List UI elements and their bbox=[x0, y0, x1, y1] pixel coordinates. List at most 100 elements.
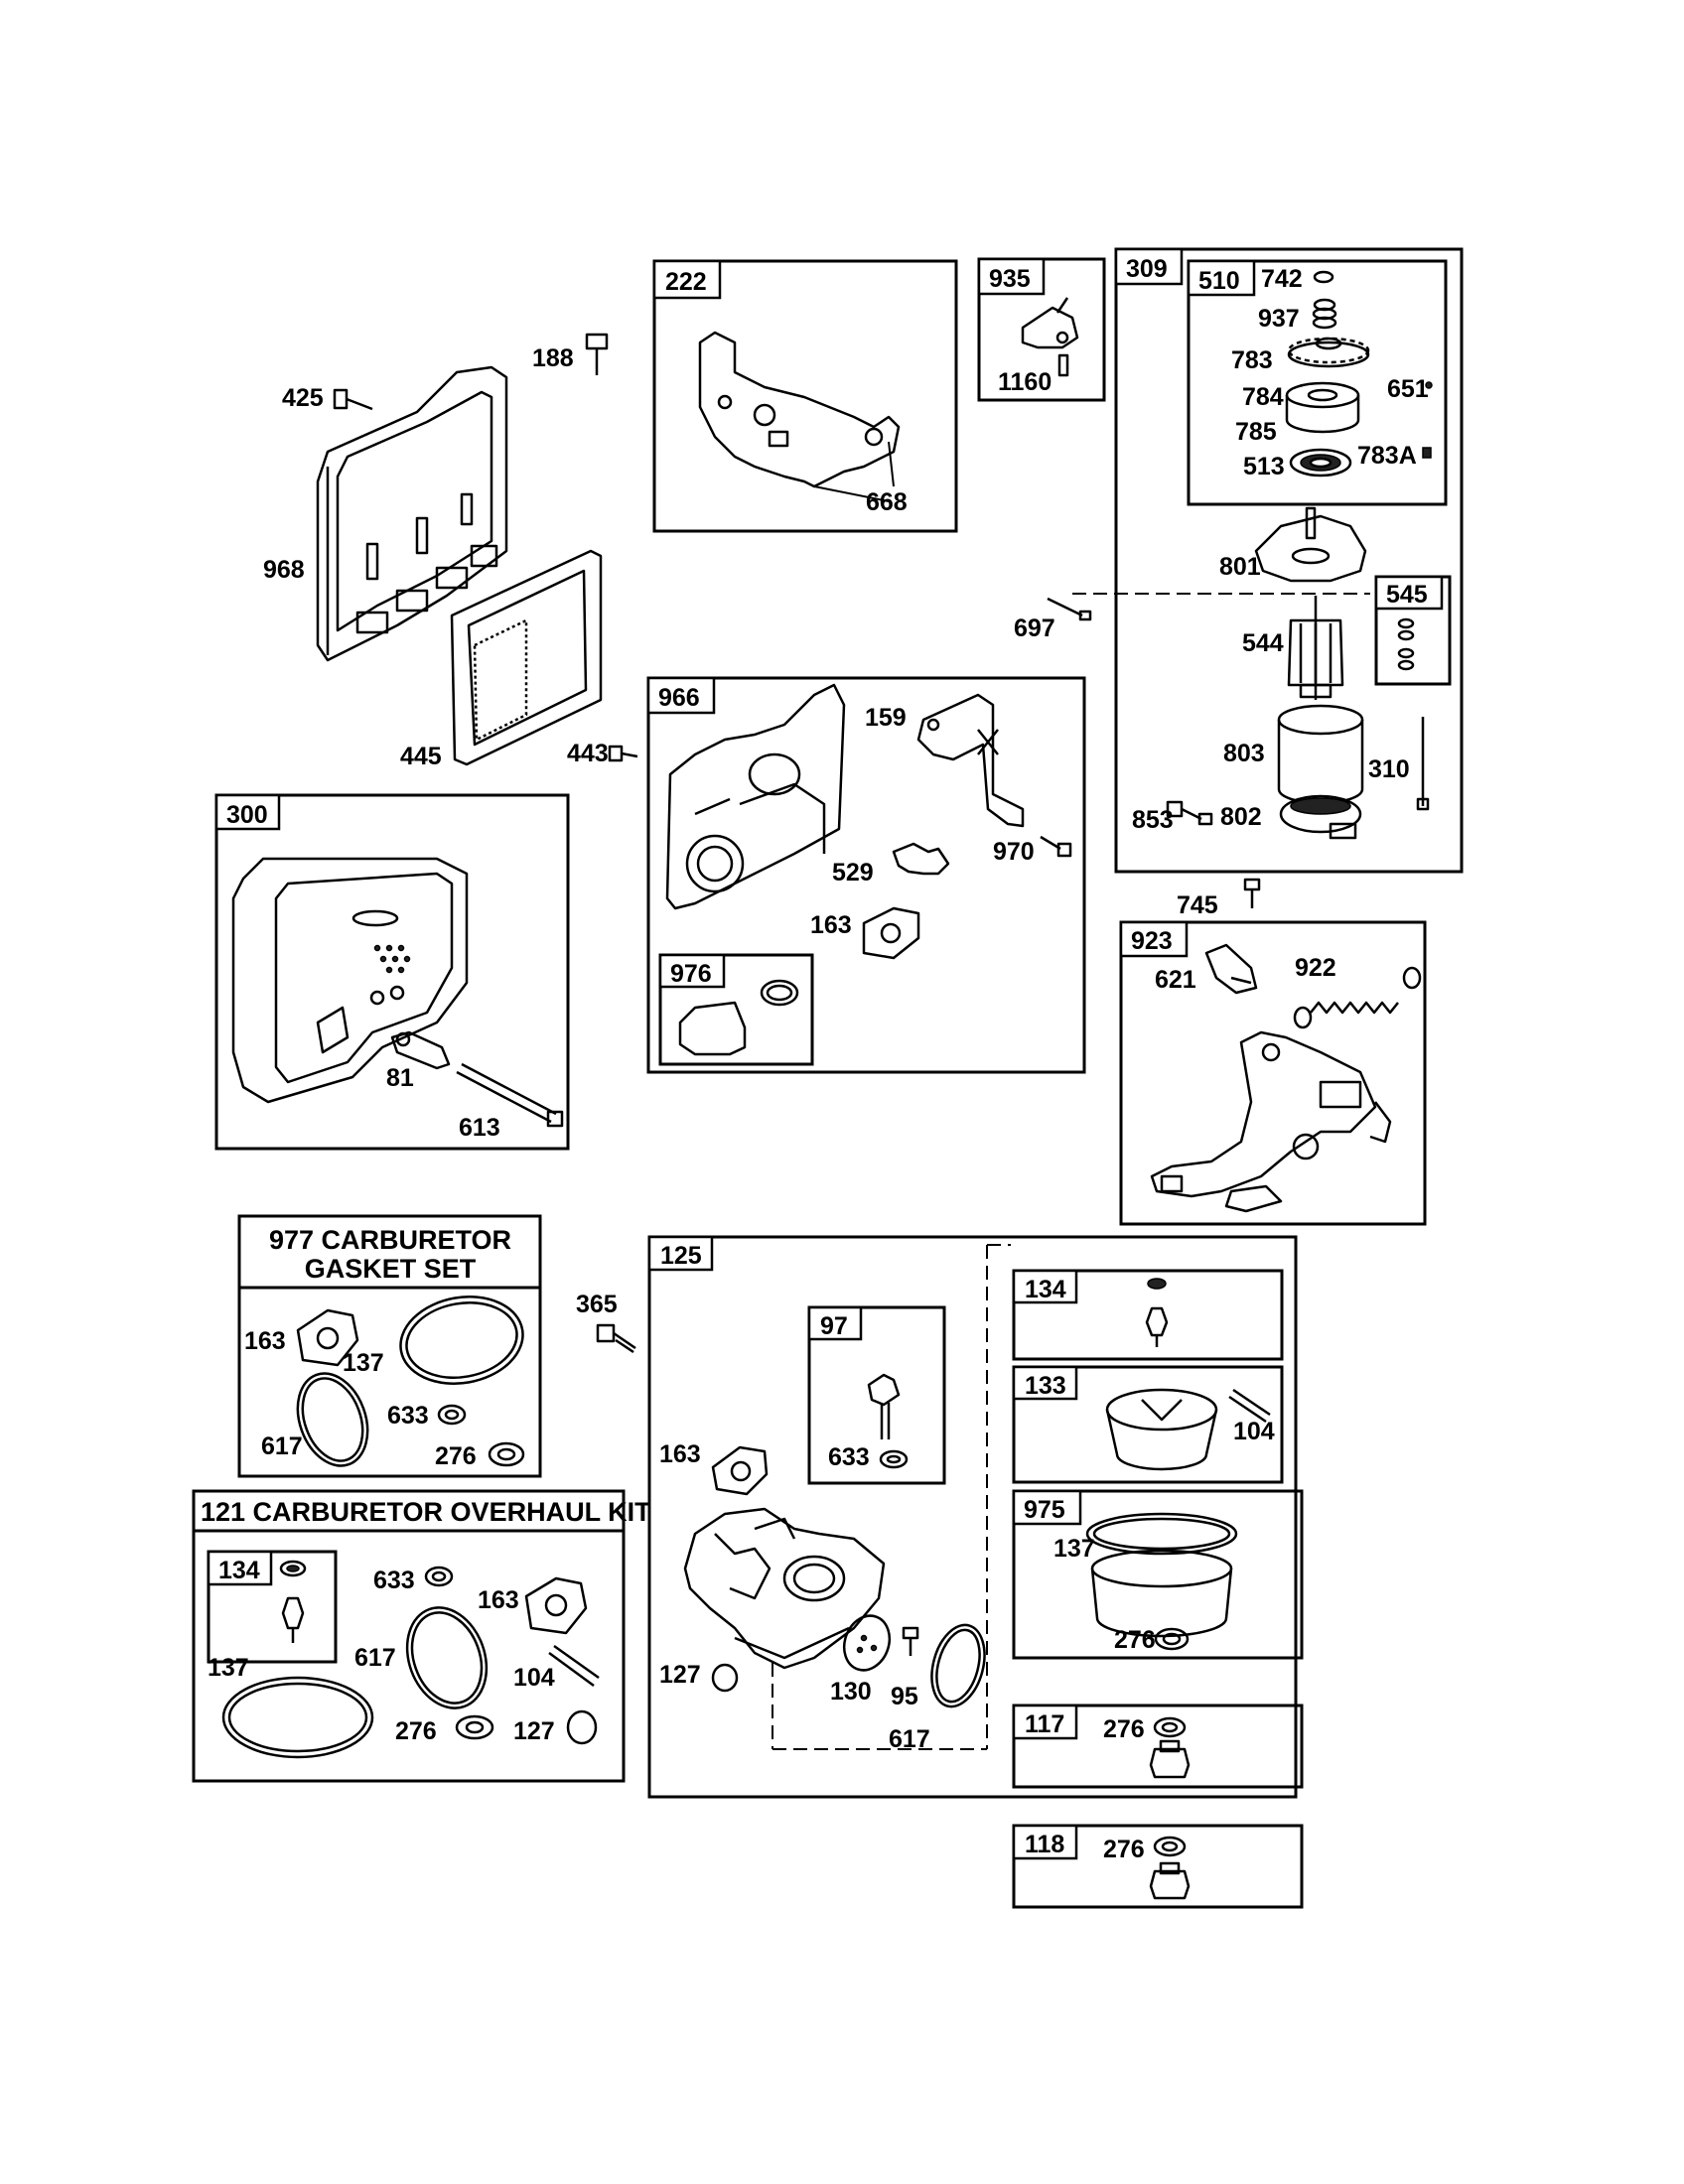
drive-end-cap bbox=[1254, 506, 1367, 583]
part-617a-label: 617 bbox=[261, 1433, 303, 1460]
part-697-label: 697 bbox=[1014, 614, 1055, 642]
needle-valve-134a bbox=[1145, 1278, 1169, 1347]
kit-977-frame bbox=[237, 1214, 542, 1478]
group-134a-label: 134 bbox=[1025, 1276, 1066, 1303]
part-668-label: 668 bbox=[866, 488, 908, 516]
o-ring-617c bbox=[405, 1606, 489, 1709]
group-117-frame bbox=[1012, 1704, 1304, 1789]
group-222-frame bbox=[652, 259, 958, 533]
elbow-529 bbox=[892, 842, 950, 876]
part-968-label: 968 bbox=[263, 556, 305, 584]
part-130-label: 130 bbox=[830, 1678, 872, 1706]
washer-276b bbox=[1154, 1627, 1190, 1651]
kit-977-title-line2: GASKET SET bbox=[305, 1254, 477, 1284]
screw-443 bbox=[608, 745, 638, 762]
group-935-label: 935 bbox=[989, 265, 1031, 293]
group-133-frame bbox=[1012, 1365, 1284, 1484]
part-613-label: 613 bbox=[459, 1114, 500, 1142]
governor-control bbox=[1150, 1030, 1392, 1213]
part-163a-label: 163 bbox=[810, 911, 852, 939]
part-745-label: 745 bbox=[1177, 891, 1218, 919]
part-163b-label: 163 bbox=[244, 1327, 286, 1355]
part-784-label: 784 bbox=[1242, 383, 1284, 411]
spring-922 bbox=[1293, 966, 1422, 1029]
part-425-label: 425 bbox=[282, 384, 324, 412]
screw-365 bbox=[596, 1323, 636, 1354]
part-163d-label: 163 bbox=[478, 1586, 519, 1614]
screw-425 bbox=[333, 388, 373, 411]
group-923-label: 923 bbox=[1131, 927, 1173, 955]
group-966-label: 966 bbox=[658, 684, 700, 712]
group-976-label: 976 bbox=[670, 960, 712, 988]
part-276a-label: 276 bbox=[435, 1442, 477, 1470]
part-310-label: 310 bbox=[1368, 755, 1410, 783]
group-97-label: 97 bbox=[820, 1312, 848, 1340]
starter-gear bbox=[1287, 337, 1370, 368]
motor-housing bbox=[1277, 704, 1364, 805]
carburetor-body bbox=[683, 1507, 886, 1670]
screw-95 bbox=[902, 1626, 919, 1656]
part-137b-label: 137 bbox=[1053, 1535, 1095, 1563]
washer-633c bbox=[424, 1566, 454, 1587]
group-309-label: 309 bbox=[1126, 255, 1168, 283]
part-104a-label: 104 bbox=[1233, 1418, 1275, 1445]
float-bowl-975 bbox=[1085, 1512, 1238, 1638]
part-1160-label: 1160 bbox=[998, 368, 1052, 396]
o-ring-137c bbox=[221, 1676, 374, 1759]
group-134a-frame bbox=[1012, 1269, 1284, 1361]
gasket-163a bbox=[862, 906, 920, 960]
part-276b-label: 276 bbox=[1114, 1626, 1156, 1654]
part-633c-label: 633 bbox=[373, 1567, 415, 1594]
part-783-label: 783 bbox=[1231, 346, 1273, 374]
group-222-label: 222 bbox=[665, 268, 707, 296]
group-118-label: 118 bbox=[1025, 1831, 1064, 1858]
part-802-label: 802 bbox=[1220, 803, 1262, 831]
washer-276e bbox=[455, 1714, 494, 1740]
part-633a-label: 633 bbox=[387, 1402, 429, 1430]
part-529-label: 529 bbox=[832, 859, 874, 887]
part-803-label: 803 bbox=[1223, 740, 1265, 767]
part-970-label: 970 bbox=[993, 838, 1035, 866]
part-544-label: 544 bbox=[1242, 629, 1284, 657]
part-137c-label: 137 bbox=[208, 1654, 249, 1682]
governor-bracket bbox=[698, 331, 901, 502]
plug-127b bbox=[566, 1709, 598, 1745]
group-975-frame bbox=[1012, 1489, 1304, 1660]
throttle-shaft bbox=[867, 1373, 901, 1439]
o-ring-617a bbox=[296, 1372, 369, 1467]
part-617b-label: 617 bbox=[889, 1725, 930, 1753]
part-276c-label: 276 bbox=[1103, 1715, 1145, 1743]
starter-bolt bbox=[1047, 597, 1092, 621]
bowl-nut-118 bbox=[1149, 1861, 1191, 1900]
kit-977-title-line1: 977 CARBURETOR bbox=[269, 1225, 511, 1255]
washer-633a bbox=[437, 1404, 467, 1426]
group-125-label: 125 bbox=[660, 1242, 702, 1270]
part-127a-label: 127 bbox=[659, 1661, 701, 1689]
screw-745 bbox=[1243, 878, 1261, 908]
part-276e-label: 276 bbox=[395, 1717, 437, 1745]
air-cleaner-base bbox=[316, 365, 508, 662]
end-cap bbox=[1279, 794, 1362, 840]
group-923-frame bbox=[1119, 920, 1427, 1226]
group-97-frame bbox=[807, 1305, 946, 1485]
part-95-label: 95 bbox=[891, 1683, 918, 1710]
float-133 bbox=[1105, 1388, 1218, 1471]
washer-276d bbox=[1153, 1836, 1187, 1857]
kit-121-frame bbox=[192, 1489, 626, 1783]
control-621 bbox=[1204, 943, 1258, 995]
plug-127a bbox=[711, 1663, 739, 1693]
part-785-label: 785 bbox=[1235, 418, 1277, 446]
diaphragm-130 bbox=[842, 1614, 892, 1672]
washer-633b bbox=[879, 1449, 909, 1469]
part-801-label: 801 bbox=[1219, 553, 1261, 581]
o-ring-617b bbox=[930, 1623, 986, 1708]
part-783a-label: 783A bbox=[1357, 442, 1417, 470]
screw-970 bbox=[1040, 835, 1072, 858]
screw-188 bbox=[585, 333, 609, 375]
brush-washers bbox=[1397, 617, 1415, 671]
fuel-filter bbox=[678, 979, 799, 1056]
part-621-label: 621 bbox=[1155, 966, 1196, 994]
part-922-label: 922 bbox=[1295, 954, 1336, 982]
part-937-label: 937 bbox=[1258, 305, 1300, 333]
